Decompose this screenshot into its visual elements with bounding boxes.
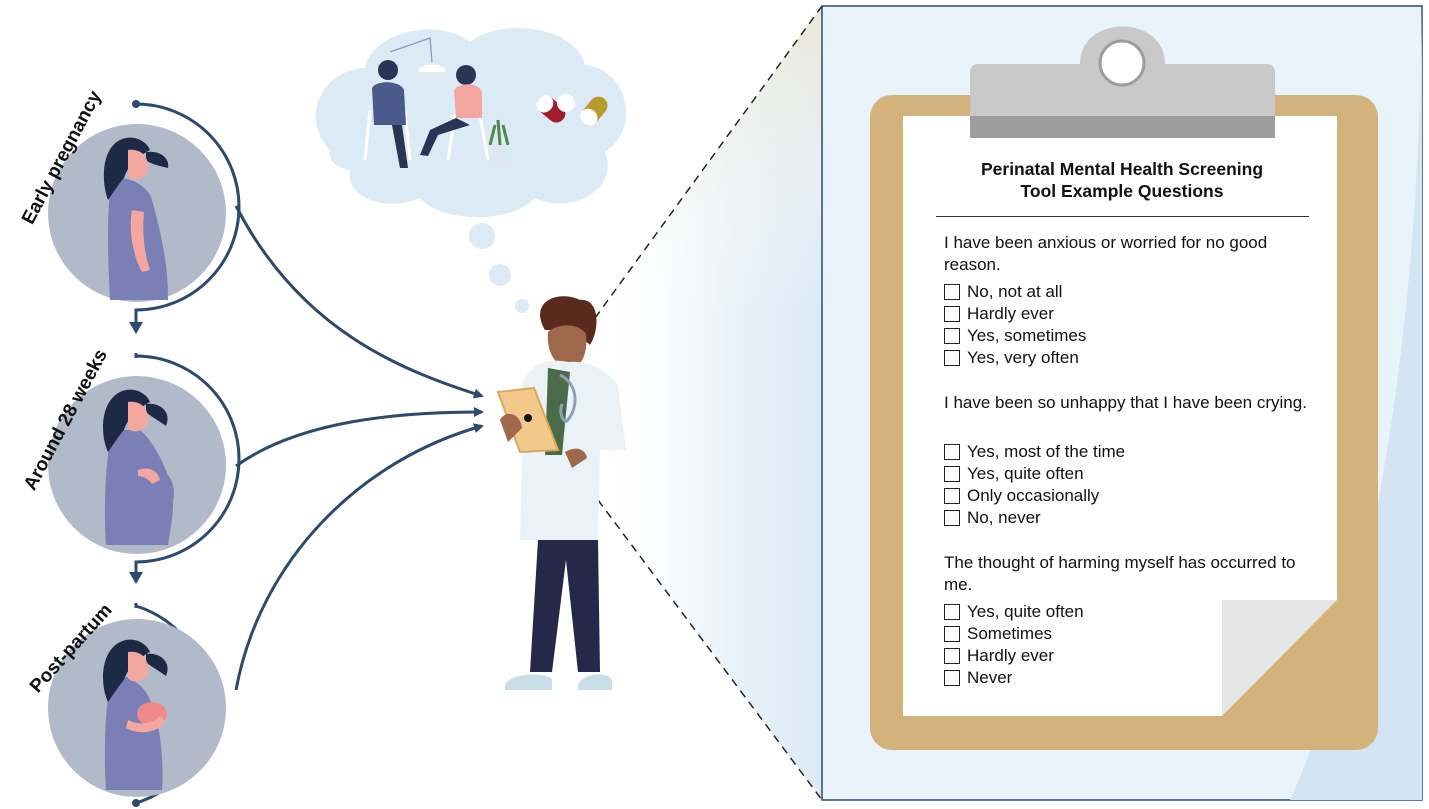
- timeline-end-dot: [132, 799, 140, 807]
- question-3: The thought of harming myself has occurr…: [944, 553, 1296, 594]
- option-checkbox[interactable]: Only occasionally: [944, 485, 1125, 507]
- option-checkbox[interactable]: Never: [944, 667, 1084, 689]
- checkbox-icon[interactable]: [944, 306, 960, 322]
- option-label: Yes, sometimes: [967, 326, 1087, 345]
- option-label: Hardly ever: [967, 646, 1054, 665]
- checkbox-icon[interactable]: [944, 284, 960, 300]
- checkbox-icon[interactable]: [944, 466, 960, 482]
- checkbox-icon[interactable]: [944, 444, 960, 460]
- clipboard-title-line2: Tool Example Questions: [1020, 181, 1224, 201]
- checkbox-icon[interactable]: [944, 648, 960, 664]
- option-label: Hardly ever: [967, 304, 1054, 323]
- checkbox-icon[interactable]: [944, 670, 960, 686]
- option-label: Yes, quite often: [967, 602, 1084, 621]
- timeline-start-dot: [132, 100, 140, 108]
- question-2-options: Yes, most of the time Yes, quite often O…: [944, 441, 1125, 529]
- stage-early-pregnancy: [48, 124, 226, 302]
- checkbox-icon[interactable]: [944, 510, 960, 526]
- option-checkbox[interactable]: Yes, quite often: [944, 601, 1084, 623]
- zoom-beam: [594, 5, 823, 801]
- checkbox-icon[interactable]: [944, 604, 960, 620]
- option-label: Yes, very often: [967, 348, 1079, 367]
- clipboard-title-line1: Perinatal Mental Health Screening: [980, 159, 1264, 179]
- option-label: Only occasionally: [967, 486, 1100, 505]
- checkbox-icon[interactable]: [944, 350, 960, 366]
- option-checkbox[interactable]: Hardly ever: [944, 303, 1086, 325]
- option-checkbox[interactable]: Yes, most of the time: [944, 441, 1125, 463]
- option-label: Sometimes: [967, 624, 1053, 643]
- timeline-arrow-1: [129, 322, 143, 334]
- stage-28-weeks: [48, 376, 226, 554]
- option-checkbox[interactable]: Yes, sometimes: [944, 325, 1086, 347]
- doctor-figure: [496, 296, 626, 690]
- option-label: No, not at all: [967, 282, 1063, 301]
- stage-post-partum: [48, 619, 226, 797]
- question-1: I have been anxious or worried for no go…: [944, 233, 1268, 274]
- question-2: I have been so unhappy that I have been …: [944, 393, 1307, 412]
- question-1-options: No, not at all Hardly ever Yes, sometime…: [944, 281, 1086, 369]
- checkbox-icon[interactable]: [944, 626, 960, 642]
- option-checkbox[interactable]: Sometimes: [944, 623, 1084, 645]
- option-checkbox[interactable]: No, never: [944, 507, 1125, 529]
- option-label: Yes, quite often: [967, 464, 1084, 483]
- timeline-arrow-2: [129, 572, 143, 584]
- option-checkbox[interactable]: Yes, quite often: [944, 463, 1125, 485]
- option-checkbox[interactable]: Yes, very often: [944, 347, 1086, 369]
- checkbox-icon[interactable]: [944, 328, 960, 344]
- thought-bubble: [315, 28, 627, 313]
- option-checkbox[interactable]: No, not at all: [944, 281, 1086, 303]
- option-label: Never: [967, 668, 1013, 687]
- option-checkbox[interactable]: Hardly ever: [944, 645, 1084, 667]
- question-3-options: Yes, quite often Sometimes Hardly ever N…: [944, 601, 1084, 689]
- option-label: No, never: [967, 508, 1041, 527]
- clipboard-title: Perinatal Mental Health Screening Tool E…: [936, 158, 1308, 202]
- checkbox-icon[interactable]: [944, 488, 960, 504]
- title-divider: [936, 216, 1309, 217]
- arrows-to-doctor: [234, 205, 484, 691]
- option-label: Yes, most of the time: [967, 442, 1126, 461]
